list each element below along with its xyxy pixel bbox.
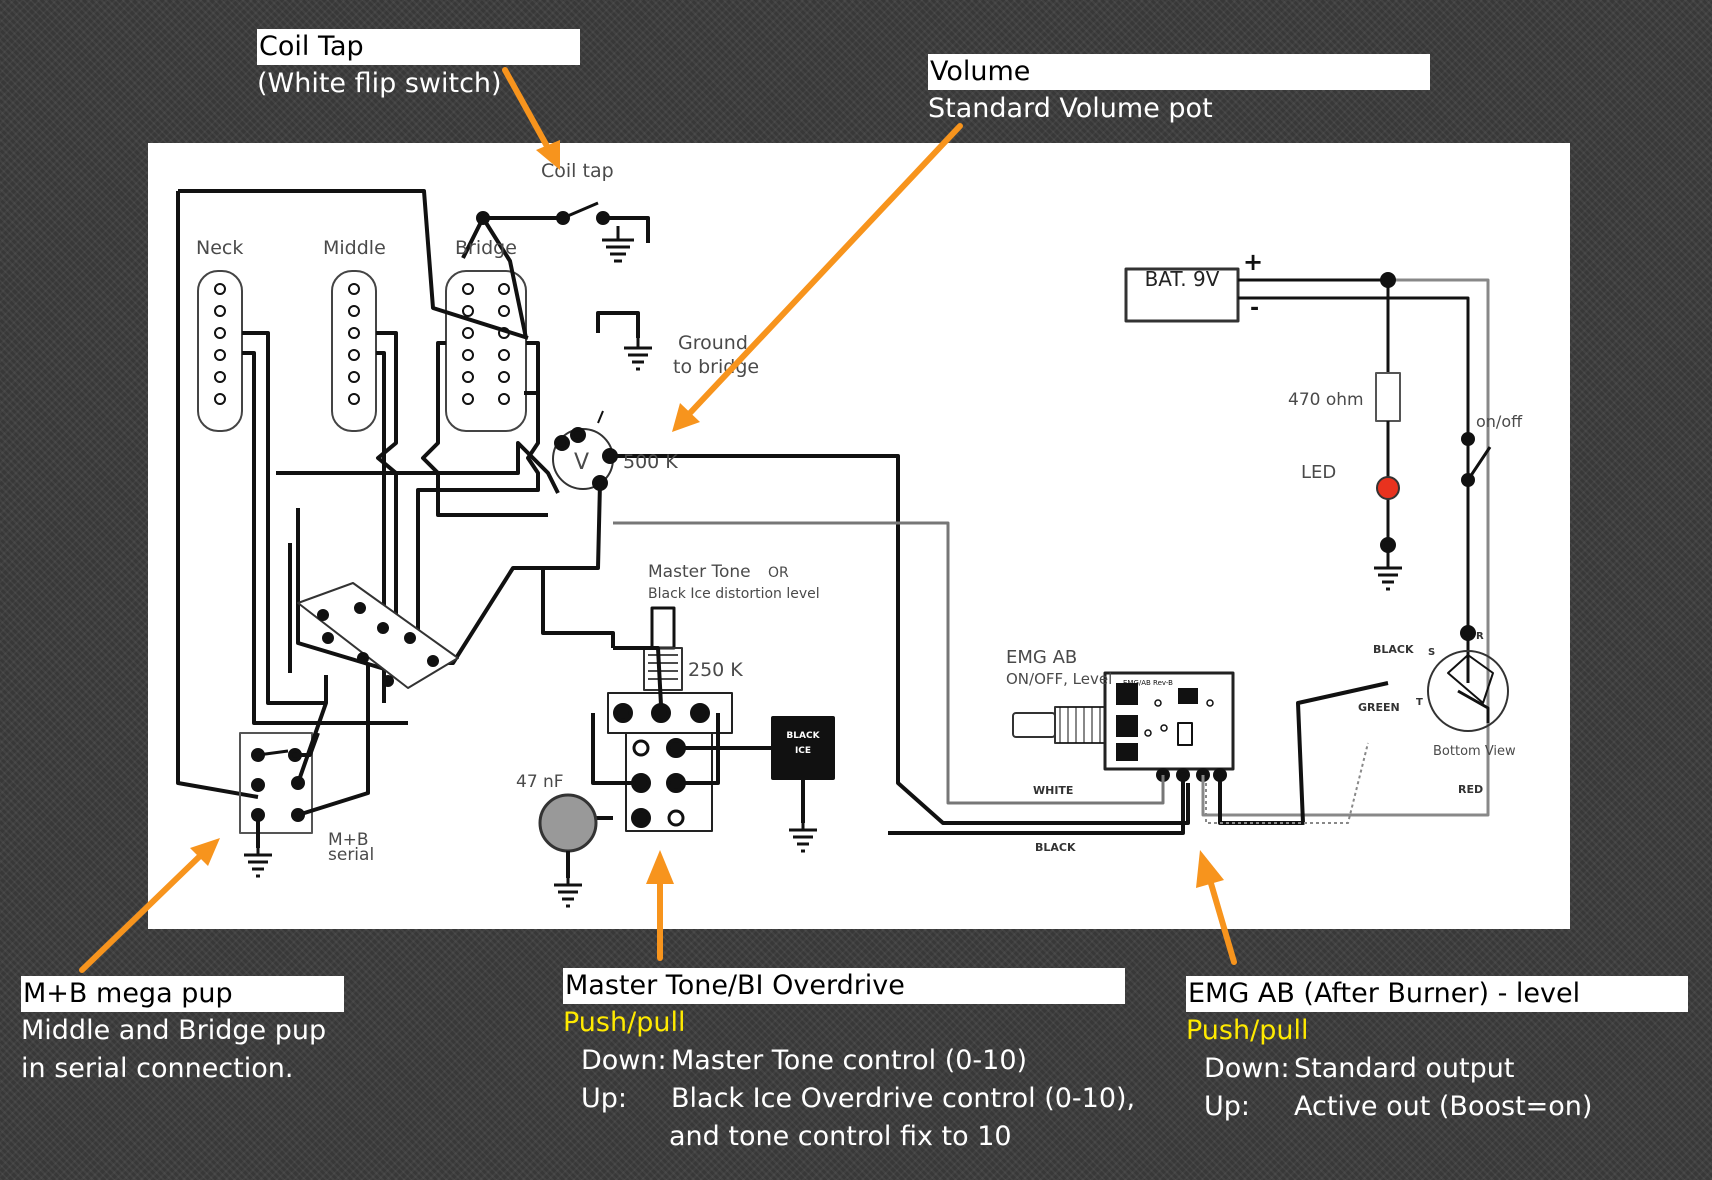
battery-plus: + — [1243, 248, 1263, 276]
jack-green-label: GREEN — [1358, 701, 1400, 714]
mb-line-1: Middle and Bridge pup — [21, 1015, 327, 1046]
mb-switch-label-1: M+B — [328, 830, 369, 850]
black-ice-level-label: Black Ice distortion level — [648, 586, 820, 602]
led-label: LED — [1301, 462, 1336, 483]
battery-minus: - — [1250, 296, 1259, 321]
master-tone-callout: Master Tone/BI Overdrive Push/pull Down:… — [563, 968, 1135, 1156]
mb-switch-label-2: serial — [328, 845, 374, 865]
emg-callout: EMG AB (After Burner) - level Push/pull … — [1186, 976, 1688, 1126]
coil-tap-title: Coil Tap — [257, 29, 580, 65]
bridge-label: Bridge — [455, 237, 517, 259]
emg-up-label: Up: — [1204, 1091, 1250, 1122]
jack-t-label: T — [1416, 697, 1423, 708]
mb-callout: M+B mega pup Middle and Bridge pup in se… — [21, 976, 344, 1088]
volume-letter: V — [574, 450, 589, 475]
master-tone-down-text: Master Tone control (0-10) — [671, 1045, 1028, 1076]
jack-s-label: S — [1428, 647, 1435, 658]
ground-label-2: to bridge — [673, 356, 759, 378]
coil-tap-callout: Coil Tap (White flip switch) — [257, 29, 580, 103]
master-tone-up-text-2: and tone control fix to 10 — [669, 1121, 1012, 1152]
resistor-label: 470 ohm — [1288, 390, 1364, 410]
neck-label: Neck — [196, 237, 243, 259]
pickup-selector-switch — [297, 582, 459, 689]
emg-down-text: Standard output — [1294, 1053, 1515, 1084]
master-tone-up-text: Black Ice Overdrive control (0-10), — [671, 1083, 1136, 1114]
jack-red-label: RED — [1458, 783, 1483, 796]
emg-title: EMG AB — [1006, 647, 1077, 668]
volume-title: Volume — [928, 54, 1430, 90]
pcb-label: EMG/AB Rev-B — [1123, 679, 1173, 687]
wiring-diagram-panel: Neck Middle Bridge Coil tap Ground to br… — [148, 143, 1570, 929]
wiring-diagram: Neck Middle Bridge Coil tap Ground to br… — [176, 160, 1523, 908]
master-tone-label: Master Tone — [648, 562, 751, 582]
master-tone-or: OR — [768, 565, 789, 581]
master-tone-title: Master Tone/BI Overdrive — [563, 968, 1125, 1004]
middle-label: Middle — [323, 237, 386, 259]
master-tone-down-label: Down: — [581, 1045, 667, 1076]
coil-tap-label: Coil tap — [541, 160, 614, 182]
middle-pickup — [331, 270, 377, 432]
tone-value: 250 K — [688, 659, 743, 681]
emg-subtitle: ON/OFF, Level — [1006, 670, 1112, 688]
coil-tap-desc: (White flip switch) — [257, 68, 502, 99]
battery-label: BAT. 9V — [1145, 267, 1220, 291]
wire-white-label: WHITE — [1033, 784, 1073, 797]
emg-down-label: Down: — [1204, 1053, 1290, 1084]
black-ice-label-1: BLACK — [786, 731, 820, 741]
led-indicator — [1376, 476, 1400, 500]
jack-r-label: R — [1476, 631, 1484, 642]
jack-bottom-view: Bottom View — [1433, 744, 1516, 759]
neck-pickup — [197, 270, 243, 432]
emg-up-text: Active out (Boost=on) — [1294, 1091, 1593, 1122]
volume-desc: Standard Volume pot — [928, 93, 1213, 124]
emg-title: EMG AB (After Burner) - level — [1186, 976, 1688, 1012]
ground-label-1: Ground — [678, 332, 748, 354]
cap-value: 47 nF — [516, 772, 564, 792]
mb-title: M+B mega pup — [21, 976, 344, 1012]
master-tone-push-pull: Push/pull — [563, 1007, 686, 1038]
bridge-pickup — [445, 270, 527, 432]
master-tone-up-label: Up: — [581, 1083, 627, 1114]
emg-push-pull: Push/pull — [1186, 1015, 1309, 1046]
emg-ab-module — [1012, 671, 1235, 782]
volume-callout: Volume Standard Volume pot — [928, 54, 1430, 128]
volume-value: 500 K — [623, 451, 678, 473]
black-ice-label-2: ICE — [795, 746, 811, 756]
on-off-label: on/off — [1476, 412, 1523, 431]
mb-line-2: in serial connection. — [21, 1053, 294, 1084]
jack-black-label: BLACK — [1373, 643, 1414, 656]
wire-black-label: BLACK — [1035, 841, 1076, 854]
